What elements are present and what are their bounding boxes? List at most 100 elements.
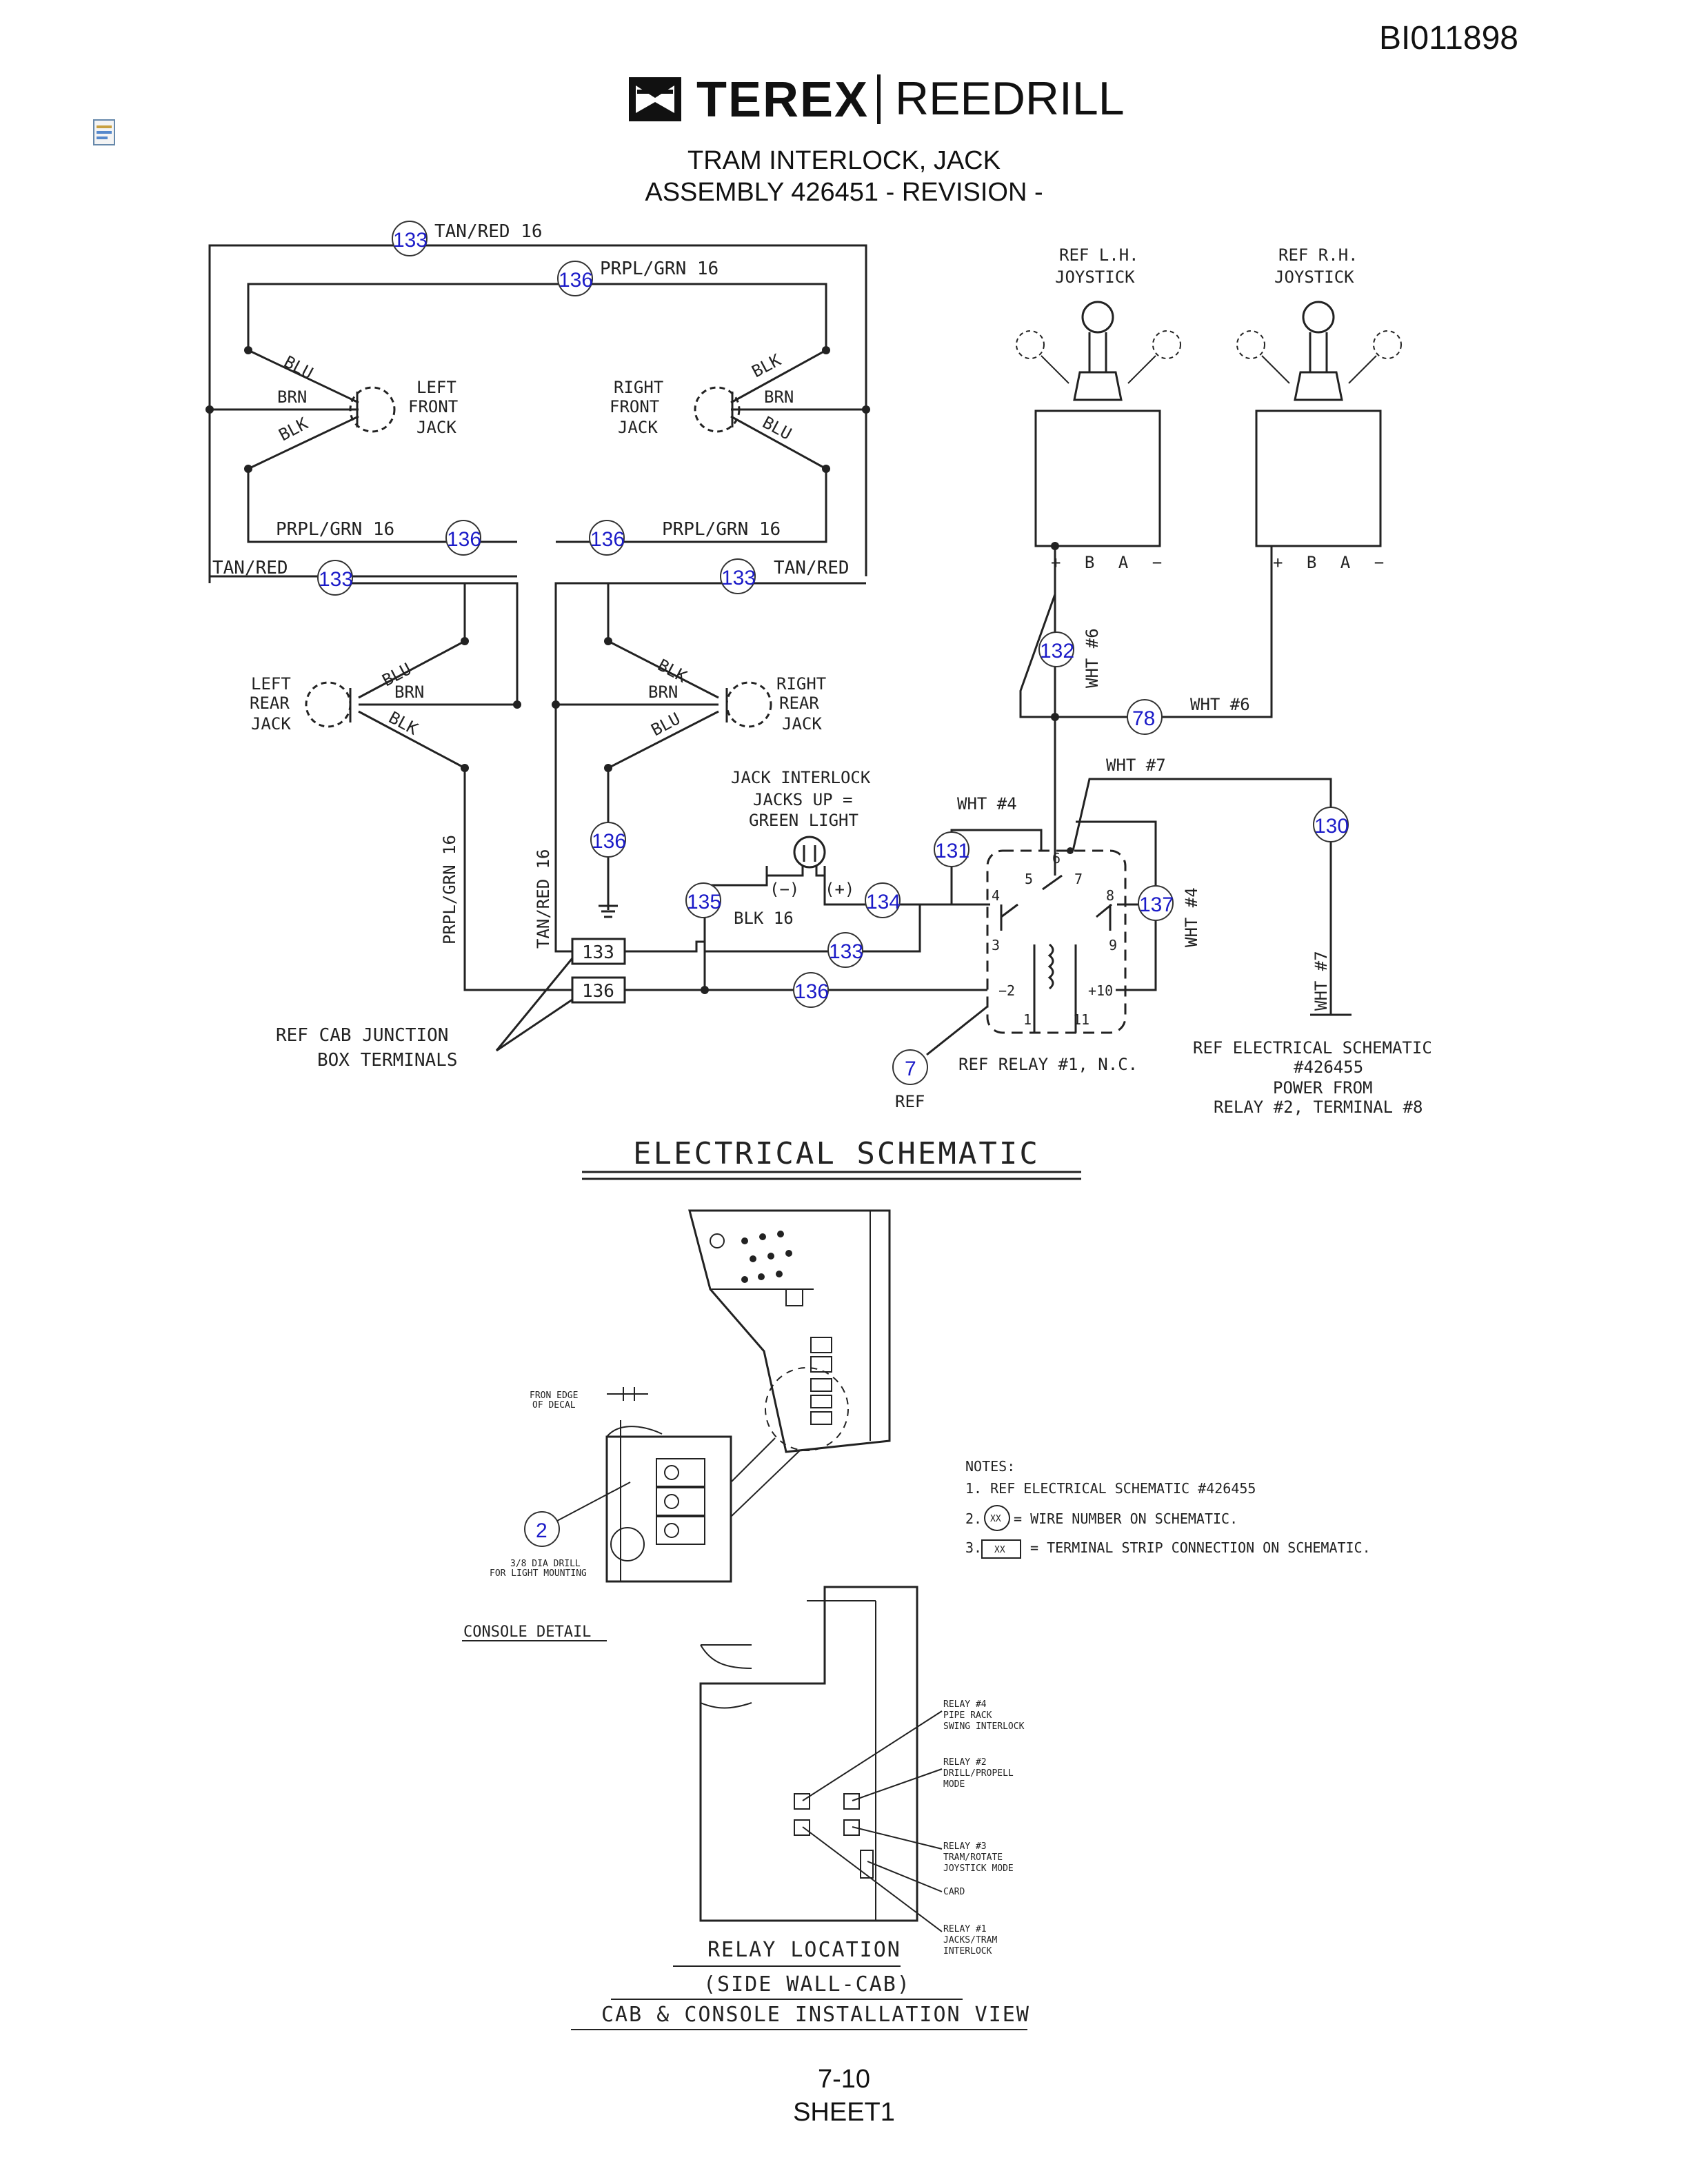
relay-pin-1: 1 — [1023, 1011, 1032, 1028]
interlock-light-label-2: JACKS UP = — [753, 790, 853, 809]
relay4-label-3: SWING INTERLOCK — [943, 1721, 1025, 1732]
console-iso-view — [688, 1209, 891, 1517]
wire-label-brn-rf: BRN — [764, 387, 794, 407]
drawing-title: TRAM INTERLOCK, JACK — [687, 146, 1001, 175]
wire-number-136-e: 136 — [794, 980, 829, 1003]
jack-label-lr-3: JACK — [251, 714, 291, 734]
relay-pin-10: +10 — [1088, 982, 1113, 999]
notes-terminal-symbol: XX — [994, 1545, 1005, 1555]
wire-label-brn-lf: BRN — [277, 387, 307, 407]
relay-location-view — [699, 1586, 943, 1932]
installation-view-title: CAB & CONSOLE INSTALLATION VIEW — [601, 2003, 1030, 2027]
relay-pin-9: 9 — [1109, 937, 1117, 953]
relay4-label-1: RELAY #4 — [943, 1699, 987, 1710]
jack-label-lr-2: REAR — [250, 694, 290, 713]
jack-label-lf-2: FRONT — [408, 397, 458, 416]
light-plus-label: (+) — [825, 880, 854, 899]
elec-ref-label-2: #426455 — [1294, 1058, 1363, 1077]
document-file-icon[interactable] — [92, 119, 117, 146]
front-edge-label-1: FRON EDGE — [530, 1391, 578, 1401]
wire-label-wht-6-vert: WHT #6 — [1083, 628, 1102, 688]
notes-item-3-text: = TERMINAL STRIP CONNECTION ON SCHEMATIC… — [1030, 1539, 1371, 1556]
cab-junction-label-1: REF CAB JUNCTION — [276, 1025, 448, 1046]
interlock-light-label-3: GREEN LIGHT — [749, 811, 858, 830]
wire-label-blk-16: BLK 16 — [734, 909, 794, 928]
terminal-box-136-label: 136 — [582, 981, 614, 1002]
relay-1 — [986, 847, 1127, 1034]
wire-label-tan-red-16-vert: TAN/RED 16 — [534, 849, 553, 949]
wire-number-137: 137 — [1139, 893, 1174, 916]
assembly-number: ASSEMBLY 426451 - REVISION - — [645, 178, 1043, 207]
lh-joystick-terminals: + B A − — [1051, 553, 1169, 572]
sheet-number: SHEET1 — [793, 2098, 895, 2127]
jack-label-rr-2: REAR — [779, 694, 819, 713]
wire-number-133-c: 133 — [721, 567, 756, 589]
ref-label: REF — [895, 1092, 925, 1111]
interlock-light-icon — [793, 836, 826, 869]
wire-number-132: 132 — [1040, 640, 1074, 663]
wire-label-prpl-grn-16-vert: PRPL/GRN 16 — [440, 835, 459, 944]
relay4-label-2: PIPE RACK — [943, 1710, 992, 1721]
wire-label-tan-red-16-top: TAN/RED 16 — [434, 221, 543, 242]
relay-location-title: RELAY LOCATION — [707, 1938, 901, 1962]
relay3-label-2: TRAM/ROTATE — [943, 1852, 1003, 1863]
wire-label-tan-red-right: TAN/RED — [774, 558, 850, 578]
wire-label-blu-lf: BLU — [281, 352, 316, 383]
logo-divider — [877, 74, 881, 124]
document-id: BI011898 — [1379, 20, 1518, 57]
brand-reedrill: REEDRILL — [895, 72, 1125, 125]
card-label: CARD — [943, 1887, 965, 1897]
wire-number-markers: 133 136 136 136 133 133 136 135 134 133 … — [317, 221, 1349, 1085]
relay-pin-8: 8 — [1106, 887, 1114, 904]
jack-label-rf-3: JACK — [618, 418, 658, 437]
wire-label-prpl-grn-16-top: PRPL/GRN 16 — [600, 259, 719, 279]
interlock-light-label-1: JACK INTERLOCK — [731, 768, 871, 787]
wire-label-wht-7: WHT #7 — [1106, 756, 1166, 775]
relay3-label-3: JOYSTICK MODE — [943, 1863, 1014, 1874]
rear-jack-wiring — [305, 582, 772, 991]
notes-heading: NOTES: — [965, 1458, 1015, 1475]
rh-joystick-terminals: + B A − — [1273, 553, 1391, 572]
wire-label-wht-4-vert: WHT #4 — [1182, 887, 1201, 947]
elec-ref-label-1: REF ELECTRICAL SCHEMATIC — [1193, 1038, 1432, 1058]
wire-label-blu-rf: BLU — [759, 413, 794, 444]
jack-label-rr-3: JACK — [782, 714, 822, 734]
lh-joystick-label-2: JOYSTICK — [1055, 267, 1135, 287]
notes-item-2-text: = WIRE NUMBER ON SCHEMATIC. — [1014, 1510, 1238, 1527]
relay-pin-6: 6 — [1052, 850, 1061, 867]
notes-item-1: 1. REF ELECTRICAL SCHEMATIC #426455 — [965, 1480, 1256, 1497]
terex-emblem-icon — [629, 77, 681, 121]
brand-terex: TEREX — [696, 72, 870, 128]
relay2-label-1: RELAY #2 — [943, 1757, 987, 1768]
wire-number-130: 130 — [1314, 815, 1349, 838]
wire-label-tan-red-left: TAN/RED — [212, 558, 288, 578]
wire-number-133-a: 133 — [393, 229, 428, 252]
wire-label-blu-rr: BLU — [648, 709, 683, 740]
wire-number-136-d: 136 — [592, 830, 626, 853]
rh-joystick-label-2: JOYSTICK — [1274, 267, 1354, 287]
wire-label-prpl-grn-16-left: PRPL/GRN 16 — [276, 519, 394, 540]
wire-number-135: 135 — [687, 891, 721, 913]
wire-number-134: 134 — [866, 891, 901, 913]
wire-number-133-b: 133 — [319, 568, 353, 591]
relay1-label-3: INTERLOCK — [943, 1946, 992, 1957]
wire-label-prpl-grn-16-right: PRPL/GRN 16 — [662, 519, 781, 540]
light-minus-label: (−) — [770, 880, 799, 899]
jack-label-rf-1: RIGHT — [614, 378, 663, 397]
notes-item-3: 3. — [965, 1539, 982, 1556]
wire-label-wht-7-vert: WHT #7 — [1312, 951, 1331, 1011]
relay2-label-3: MODE — [943, 1779, 965, 1790]
relay-ref-label: REF RELAY #1, N.C. — [958, 1055, 1138, 1074]
lh-joystick-label-1: REF L.H. — [1059, 245, 1139, 265]
wire-number-2: 2 — [536, 1519, 547, 1542]
jack-label-lf-3: JACK — [416, 418, 456, 437]
cab-junction-label-2: BOX TERMINALS — [317, 1050, 458, 1071]
relay-pin-3: 3 — [992, 937, 1000, 953]
wire-label-blk-lf: BLK — [276, 414, 312, 445]
relay2-label-2: DRILL/PROPELL — [943, 1768, 1014, 1779]
drill-label-2: FOR LIGHT MOUNTING — [490, 1568, 587, 1579]
relay1-label-2: JACKS/TRAM — [943, 1935, 997, 1945]
jack-label-rr-1: RIGHT — [776, 674, 826, 694]
elec-ref-label-3: POWER FROM — [1273, 1078, 1373, 1098]
drill-label-1: 3/8 DIA DRILL — [510, 1559, 581, 1569]
